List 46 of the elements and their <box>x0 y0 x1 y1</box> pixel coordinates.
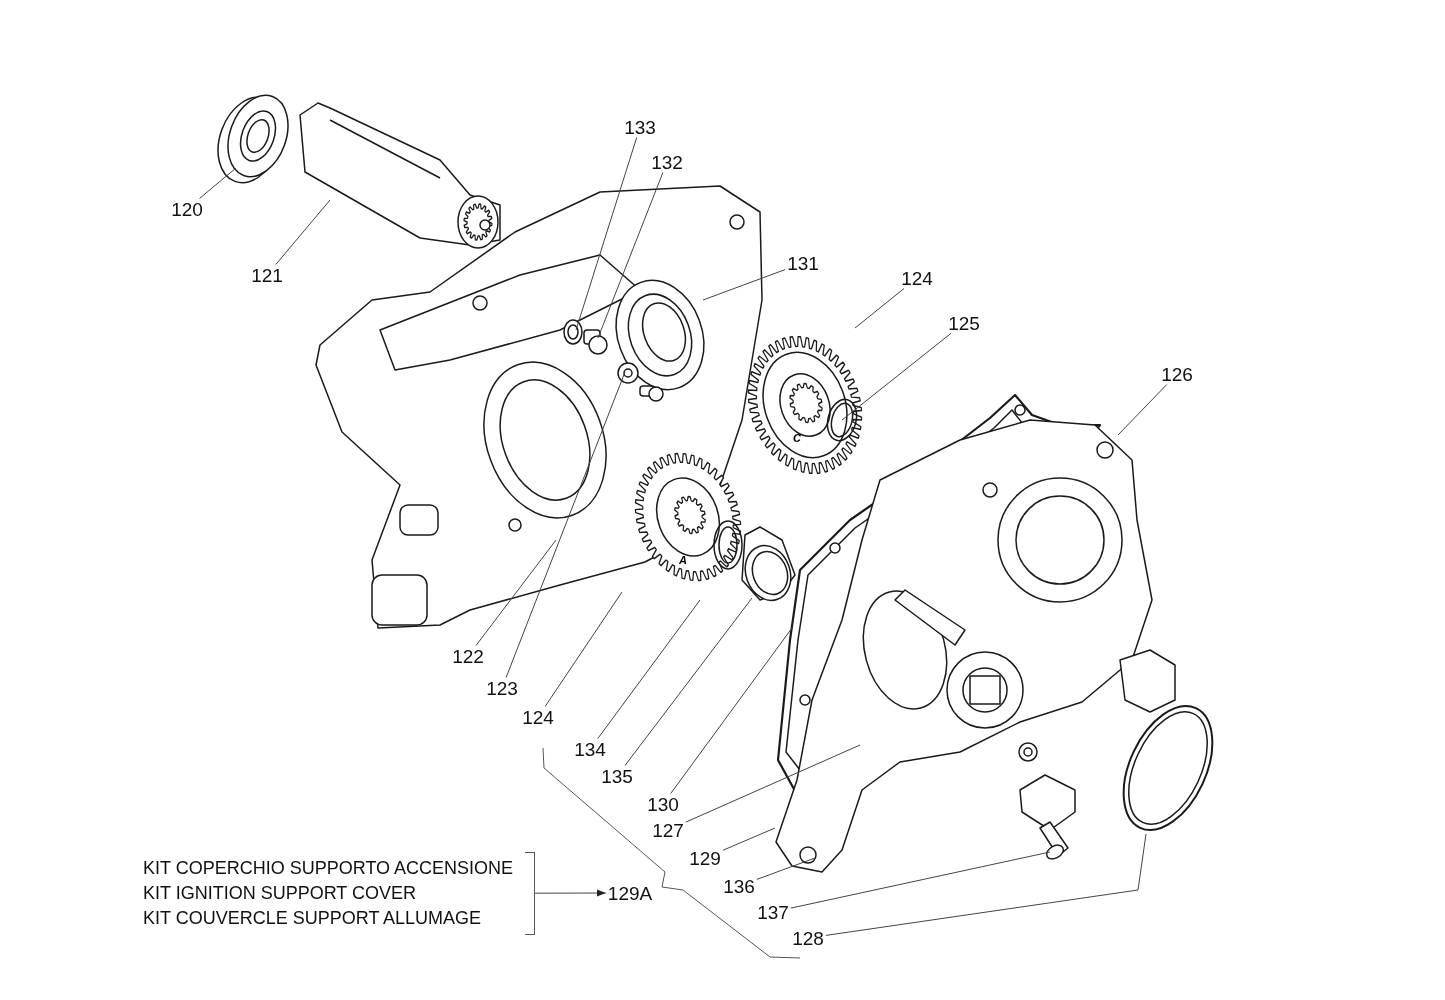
leader-line <box>544 591 623 707</box>
gear-marking: A <box>679 554 687 566</box>
callout-number: 130 <box>645 793 681 815</box>
callout-number: 135 <box>599 765 635 787</box>
leader-line <box>275 199 331 265</box>
leader-line <box>575 137 638 331</box>
callout-number: 122 <box>450 645 486 667</box>
leader-line <box>670 627 793 794</box>
callout-number: 126 <box>1159 363 1195 385</box>
leader-line <box>475 539 557 646</box>
callout-number: 120 <box>169 198 205 220</box>
leader-line <box>825 833 1147 936</box>
kit-description: KIT COPERCHIO SUPPORTO ACCENSIONE <box>143 857 514 880</box>
callout-number: 125 <box>946 312 982 334</box>
callout-number: 131 <box>785 252 821 274</box>
callout-number: 133 <box>622 116 658 138</box>
leader-line <box>624 597 753 766</box>
arrow <box>534 889 607 897</box>
gear-marking: C <box>793 432 801 444</box>
callout-number: 129A <box>605 882 655 904</box>
callout-number: 137 <box>755 901 791 923</box>
kit-bracket <box>143 852 536 935</box>
callout-number: 123 <box>484 677 520 699</box>
callout-number: 129 <box>687 847 723 869</box>
leader-line <box>597 599 701 739</box>
callout-number: 121 <box>249 264 285 286</box>
leader-line <box>722 827 776 851</box>
leader-line <box>854 288 905 329</box>
leader-line <box>756 857 816 880</box>
leader-line <box>702 269 786 301</box>
callout-number: 134 <box>572 738 608 760</box>
leader-line <box>597 172 664 339</box>
callout-number: 128 <box>790 927 826 949</box>
leader-line <box>1117 384 1168 436</box>
callout-number: 127 <box>650 819 686 841</box>
callout-number: 136 <box>721 875 757 897</box>
leader-line <box>685 744 861 823</box>
leader-line <box>505 371 626 678</box>
leader-line <box>199 167 237 199</box>
leader-line <box>841 333 952 421</box>
callout-number: 124 <box>899 267 935 289</box>
kit-description: KIT COUVERCLE SUPPORT ALLUMAGE <box>143 907 483 930</box>
kit-description: KIT IGNITION SUPPORT COVER <box>143 882 418 905</box>
callout-number: 124 <box>520 706 556 728</box>
callout-number: 132 <box>649 151 685 173</box>
leader-line <box>790 851 1051 909</box>
